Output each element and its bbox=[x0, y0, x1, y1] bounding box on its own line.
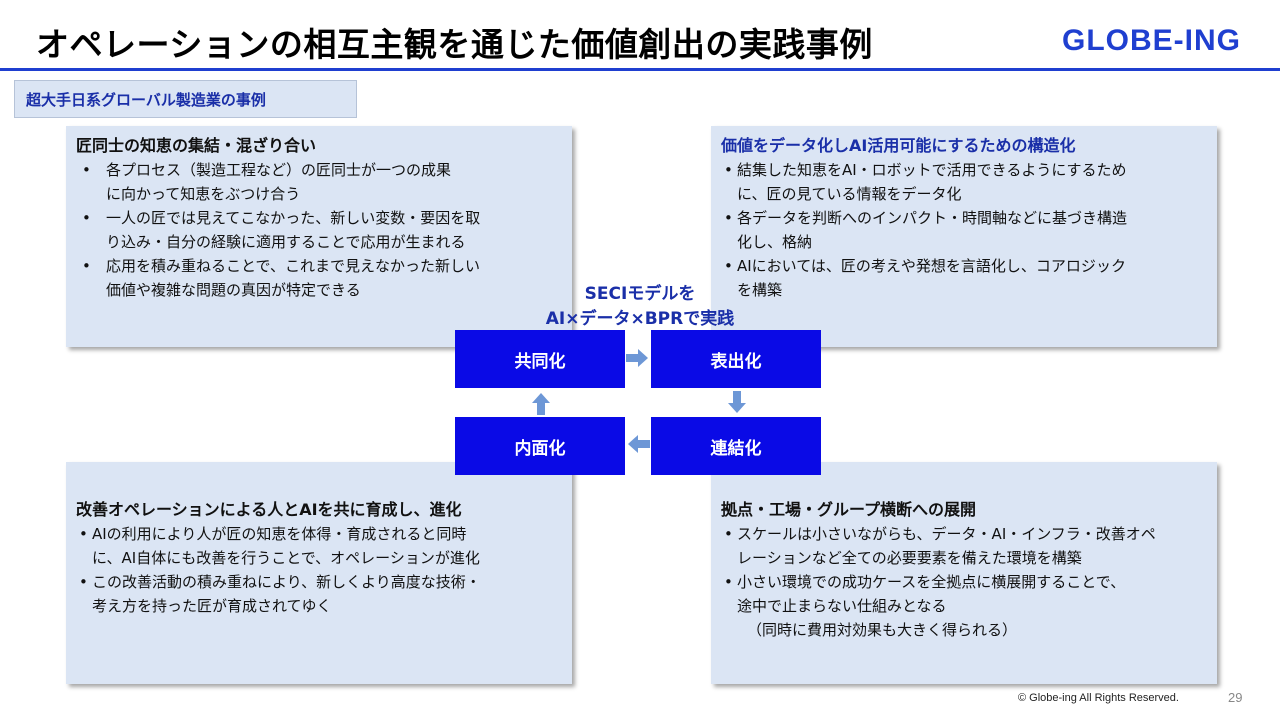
box-knowledge-gathering: 匠同士の知恵の集結・混ざり合い 各プロセス（製造工程など）の匠同士が一つの成果に… bbox=[66, 126, 572, 347]
box-heading: 価値をデータ化しAI活用可能にするための構造化 bbox=[721, 136, 1076, 155]
box-heading: 改善オペレーションによる人とAIを共に育成し、進化 bbox=[76, 500, 462, 519]
case-tag-label: 超大手日系グローバル製造業の事例 bbox=[26, 90, 266, 109]
company-logo: GLOBE-ING bbox=[1062, 24, 1241, 57]
seci-label: SECIモデルを AI×データ×BPRで実践 bbox=[520, 282, 760, 332]
bullet-list: 結集した知恵をAI・ロボットで活用できるようにするために、匠の見ている情報をデー… bbox=[721, 158, 1207, 302]
copyright-text: © Globe-ing All Rights Reserved. bbox=[1018, 692, 1179, 704]
note-text: （同時に費用対効果も大きく得られる） bbox=[747, 621, 1018, 639]
quadrant-externalization: 表出化 bbox=[651, 330, 821, 388]
box-cross-site-rollout: 拠点・工場・グループ横断への展開 スケールは小さいながらも、データ・AI・インフ… bbox=[711, 462, 1217, 684]
quadrant-socialization: 共同化 bbox=[455, 330, 625, 388]
bullet-item: 一人の匠では見えてこなかった、新しい変数・要因を取り込み・自分の経験に適用するこ… bbox=[76, 206, 562, 254]
arrow-right-icon bbox=[626, 349, 648, 367]
bullet-item: スケールは小さいながらも、データ・AI・インフラ・改善オペレーションなど全ての必… bbox=[721, 522, 1207, 570]
bullet-item: この改善活動の積み重ねにより、新しくより高度な技術・考え方を持った匠が育成されて… bbox=[76, 570, 562, 618]
header-rule bbox=[0, 68, 1280, 71]
box-improvement-operation: 改善オペレーションによる人とAIを共に育成し、進化 AIの利用により人が匠の知恵… bbox=[66, 462, 572, 684]
quadrant-combination: 連結化 bbox=[651, 417, 821, 475]
arrow-up-icon bbox=[532, 393, 550, 415]
case-tag: 超大手日系グローバル製造業の事例 bbox=[14, 80, 357, 118]
seci-label-line1: SECIモデルを bbox=[584, 284, 696, 304]
page-number: 29 bbox=[1228, 690, 1243, 705]
arrow-left-icon bbox=[628, 435, 650, 453]
bullet-list: スケールは小さいながらも、データ・AI・インフラ・改善オペレーションなど全ての必… bbox=[721, 522, 1207, 618]
bullet-item: 応用を積み重ねることで、これまで見えなかった新しい価値や複雑な問題の真因が特定で… bbox=[76, 254, 562, 302]
page-title: オペレーションの相互主観を通じた価値創出の実践事例 bbox=[36, 25, 873, 64]
seci-label-line2: AI×データ×BPRで実践 bbox=[545, 309, 735, 329]
bullet-item: 結集した知恵をAI・ロボットで活用できるようにするために、匠の見ている情報をデー… bbox=[721, 158, 1207, 206]
arrow-down-icon bbox=[728, 391, 746, 413]
box-heading: 拠点・工場・グループ横断への展開 bbox=[721, 500, 977, 519]
box-data-structuring: 価値をデータ化しAI活用可能にするための構造化 結集した知恵をAI・ロボットで活… bbox=[711, 126, 1217, 347]
quadrant-internalization: 内面化 bbox=[455, 417, 625, 475]
bullet-list: AIの利用により人が匠の知恵を体得・育成されると同時に、AI自体にも改善を行うこ… bbox=[76, 522, 562, 618]
box-heading: 匠同士の知恵の集結・混ざり合い bbox=[76, 136, 317, 155]
bullet-item: AIの利用により人が匠の知恵を体得・育成されると同時に、AI自体にも改善を行うこ… bbox=[76, 522, 562, 570]
bullet-item: 小さい環境での成功ケースを全拠点に横展開することで、途中で止まらない仕組みとなる bbox=[721, 570, 1207, 618]
